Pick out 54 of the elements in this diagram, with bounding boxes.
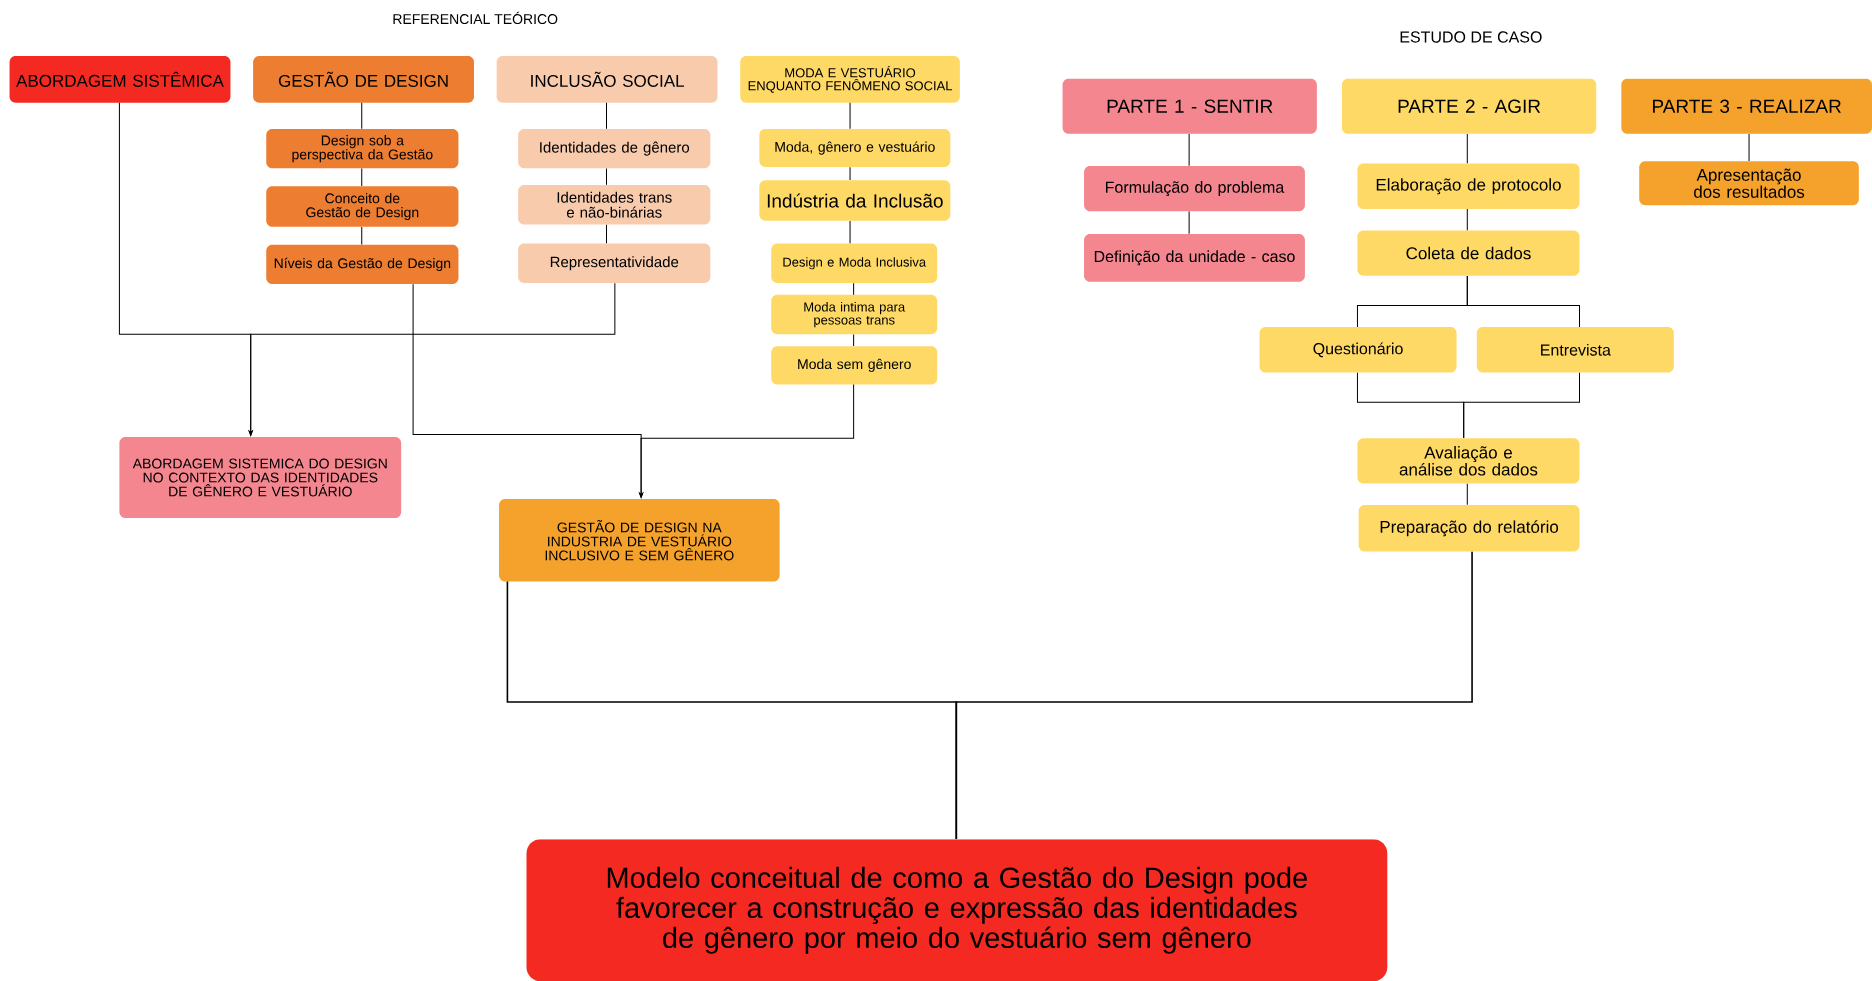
topic-box: Representatividade — [518, 243, 711, 283]
connector — [955, 550, 1473, 840]
connector — [606, 168, 607, 186]
connector — [1466, 275, 1580, 328]
conclusion-box: Modelo conceitual de como a Gestão do Design pode favorecer a construção e expressão das identidades de gênero por meio do vestuário sem gênero — [526, 839, 1388, 981]
connector — [1188, 211, 1190, 235]
header-box: ABORDAGEM SISTÊMICA — [9, 56, 231, 103]
section-heading: ESTUDO DE CASO — [1400, 31, 1542, 43]
connector — [849, 102, 851, 130]
connector — [361, 226, 363, 245]
topic-box: Design e Moda Inclusiva — [771, 243, 938, 283]
header-box: MODA E VESTUÁRIO ENQUANTO FENÔMENO SOCIAL — [740, 56, 960, 103]
topic-box: Identidades de gênero — [518, 128, 711, 169]
connector — [606, 102, 607, 130]
topic-box: Conceito de Gestão de Design — [266, 186, 459, 227]
header-box: PARTE 2 - AGIR — [1341, 78, 1597, 134]
step-box: Entrevista — [1476, 327, 1674, 373]
connector — [606, 224, 607, 244]
result-box: ABORDAGEM SISTEMICA DO DESIGN NO CONTEXTO DAS IDENTIDADES DE GÊNERO E VESTUÁRIO — [119, 436, 402, 519]
step-box: Avaliação e análise dos dados — [1357, 438, 1580, 484]
header-box: INCLUSÃO SOCIAL — [496, 56, 718, 103]
header-box: PARTE 3 - REALIZAR — [1621, 78, 1872, 134]
connector — [853, 333, 855, 347]
topic-box: Moda intima para pessoas trans — [771, 294, 938, 335]
step-box: Elaboração de protocolo — [1357, 163, 1580, 209]
connector — [1466, 208, 1468, 231]
topic-box: Níveis da Gestão de Design — [266, 244, 459, 285]
step-box: Preparação do relatório — [1358, 505, 1580, 552]
connector — [361, 102, 363, 130]
step-box: Apresentação dos resultados — [1639, 161, 1859, 206]
header-box: GESTÃO DE DESIGN — [253, 56, 474, 103]
connector — [1463, 372, 1580, 439]
connector — [1748, 133, 1750, 162]
topic-box: Moda, gênero e vestuário — [759, 128, 951, 168]
header-box: PARTE 1 - SENTIR — [1062, 78, 1317, 134]
step-box: Formulação do problema — [1084, 165, 1305, 212]
step-box: Questionário — [1259, 327, 1457, 373]
step-box: Coleta de dados — [1357, 230, 1580, 276]
connector — [361, 168, 363, 187]
topic-box: Design sob a perspectiva da Gestão — [266, 128, 459, 169]
connector — [853, 282, 855, 296]
result-box: GESTÃO DE DESIGN NA INDUSTRIA DE VESTUÁRIO INCLUSIVO E SEM GÊNERO — [499, 499, 780, 582]
connector — [1466, 133, 1468, 164]
section-heading: REFERENCIAL TEÓRICO — [393, 11, 558, 25]
connector — [849, 220, 851, 244]
topic-box: Moda sem gênero — [771, 346, 938, 385]
connector — [248, 282, 616, 436]
connector — [639, 384, 855, 498]
topic-box: Identidades trans e não-binárias — [518, 185, 711, 225]
topic-box: Indústria da Inclusão — [759, 180, 951, 221]
step-box: Definição da unidade - caso — [1084, 234, 1305, 282]
connector — [849, 166, 851, 181]
connector — [1466, 483, 1468, 506]
connector — [1188, 133, 1190, 167]
